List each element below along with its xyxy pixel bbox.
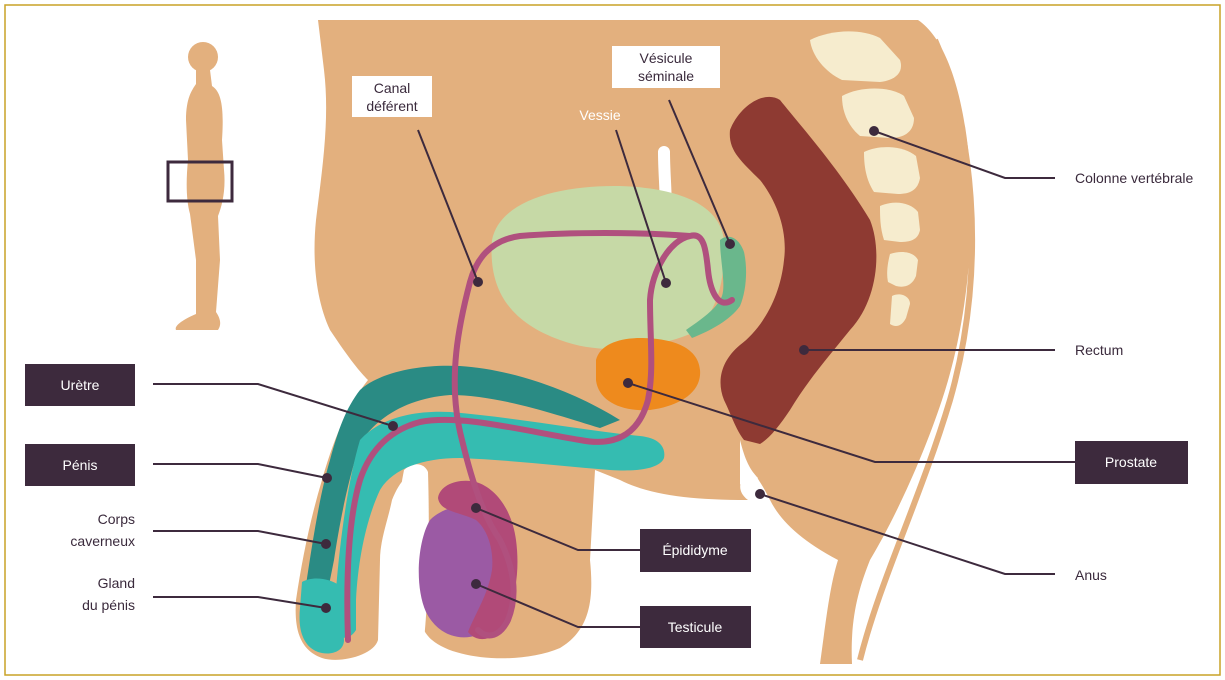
label-vesicule-line2: séminale <box>638 68 694 84</box>
label-colonne: Colonne vertébrale <box>1075 170 1194 186</box>
label-gland-line2: du pénis <box>82 597 135 613</box>
label-rectum: Rectum <box>1075 342 1123 358</box>
label-testicule: Testicule <box>668 619 723 635</box>
glans-shape <box>300 579 344 654</box>
label-prostate: Prostate <box>1105 454 1157 470</box>
label-vessie: Vessie <box>579 107 620 123</box>
label-anus: Anus <box>1075 567 1107 583</box>
label-corps-line2: caverneux <box>70 533 135 549</box>
body-silhouette-icon <box>176 42 225 330</box>
label-canal-line1: Canal <box>374 80 411 96</box>
label-penis: Pénis <box>62 457 97 473</box>
label-vesicule-line1: Vésicule <box>640 50 693 66</box>
label-corps-line1: Corps <box>98 511 135 527</box>
label-epididyme: Épididyme <box>662 542 728 558</box>
label-uretre: Urètre <box>61 377 100 393</box>
label-gland-line1: Gland <box>98 575 135 591</box>
label-canal-line2: déférent <box>366 98 417 114</box>
